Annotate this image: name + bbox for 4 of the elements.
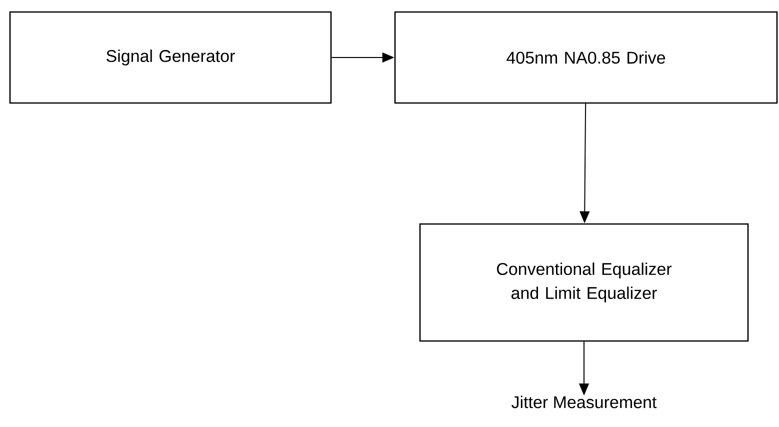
process-box: Signal Generator [9, 11, 332, 104]
process-box: Conventional Equalizer and Limit Equalizer [419, 223, 749, 342]
process-box: 405nm NA0.85 Drive [394, 11, 778, 104]
output-label: Jitter Measurement [512, 396, 657, 408]
